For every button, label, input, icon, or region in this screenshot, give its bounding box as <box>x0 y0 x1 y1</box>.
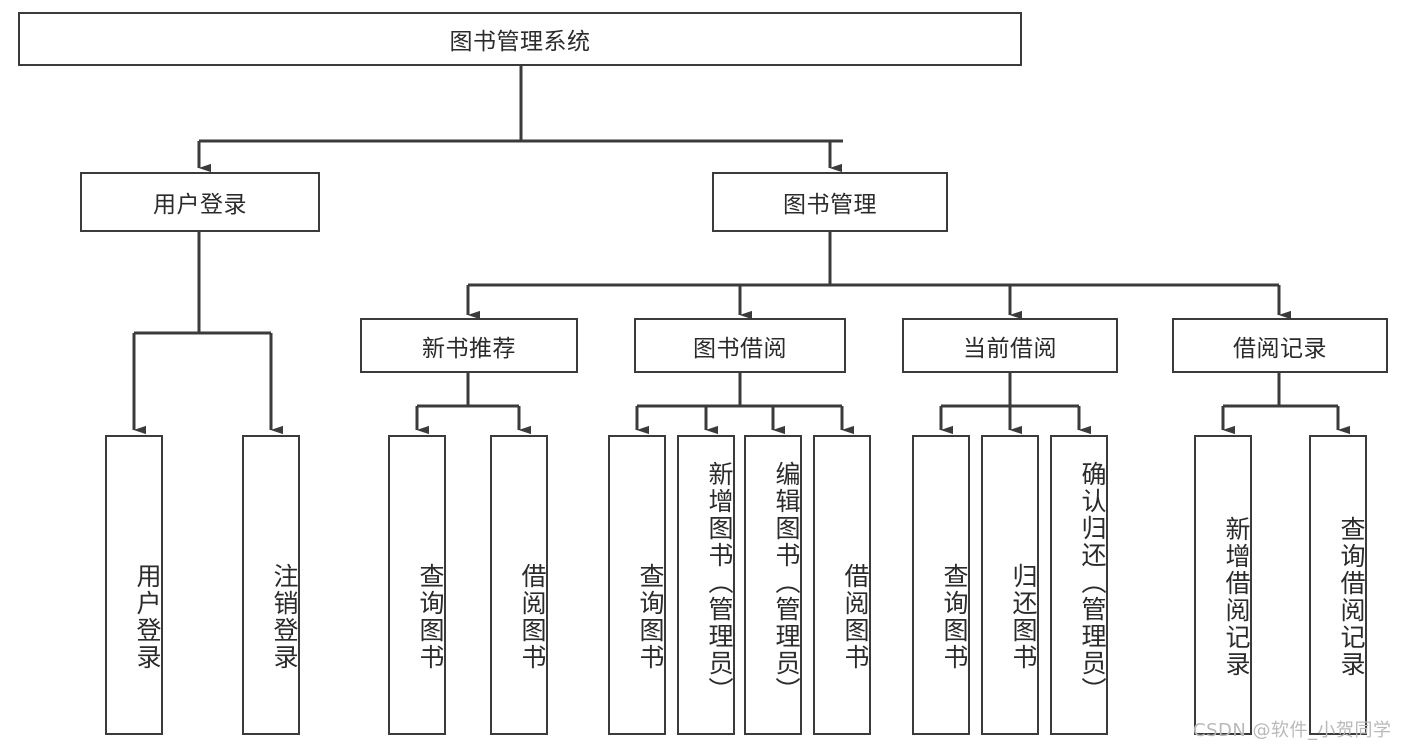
node-leaf-borrow-book-1-label: 借阅图书 <box>518 563 547 671</box>
node-leaf-add-book-admin[interactable]: 新增图书（管理员） <box>677 435 735 735</box>
node-leaf-return-book[interactable]: 归还图书 <box>981 435 1039 735</box>
node-leaf-edit-book-admin[interactable]: 编辑图书（管理员） <box>744 435 802 735</box>
node-leaf-user-login[interactable]: 用户登录 <box>105 435 163 735</box>
node-leaf-query-book-1[interactable]: 查询图书 <box>388 435 446 735</box>
node-book-management[interactable]: 图书管理 <box>712 172 948 232</box>
node-root-label: 图书管理系统 <box>449 29 591 55</box>
node-user-login-label: 用户登录 <box>153 192 247 218</box>
node-leaf-edit-book-admin-label: 编辑图书（管理员） <box>772 460 801 704</box>
node-new-book-recommend[interactable]: 新书推荐 <box>360 318 578 373</box>
node-root[interactable]: 图书管理系统 <box>18 12 1022 66</box>
node-leaf-query-book-3-label: 查询图书 <box>940 563 969 671</box>
node-new-book-recommend-label: 新书推荐 <box>422 335 516 362</box>
node-borrow-record-label: 借阅记录 <box>1233 335 1327 362</box>
node-leaf-borrow-book-2-label: 借阅图书 <box>841 563 870 671</box>
node-leaf-query-borrow-record-label: 查询借阅记录 <box>1337 516 1366 678</box>
node-leaf-query-book-2[interactable]: 查询图书 <box>608 435 666 735</box>
node-leaf-query-book-3[interactable]: 查询图书 <box>912 435 970 735</box>
node-borrow-record[interactable]: 借阅记录 <box>1172 318 1388 373</box>
node-leaf-add-borrow-record[interactable]: 新增借阅记录 <box>1194 435 1252 735</box>
node-leaf-confirm-return-admin[interactable]: 确认归还（管理员） <box>1050 435 1108 735</box>
node-leaf-user-login-label: 用户登录 <box>133 563 162 671</box>
node-current-borrow-label: 当前借阅 <box>963 335 1057 362</box>
node-current-borrow[interactable]: 当前借阅 <box>902 318 1118 373</box>
csdn-watermark: CSDN @软件_小贺同学 <box>1193 720 1392 741</box>
node-leaf-query-borrow-record[interactable]: 查询借阅记录 <box>1309 435 1367 735</box>
node-leaf-add-book-admin-label: 新增图书（管理员） <box>705 460 734 704</box>
node-leaf-logout-login[interactable]: 注销登录 <box>242 435 300 735</box>
node-leaf-borrow-book-2[interactable]: 借阅图书 <box>813 435 871 735</box>
node-book-borrow[interactable]: 图书借阅 <box>634 318 846 373</box>
node-leaf-query-book-2-label: 查询图书 <box>636 563 665 671</box>
node-leaf-query-book-1-label: 查询图书 <box>416 563 445 671</box>
node-leaf-borrow-book-1[interactable]: 借阅图书 <box>490 435 548 735</box>
node-leaf-return-book-label: 归还图书 <box>1009 563 1038 671</box>
node-leaf-confirm-return-admin-label: 确认归还（管理员） <box>1078 460 1107 704</box>
node-book-borrow-label: 图书借阅 <box>693 335 787 362</box>
node-user-login[interactable]: 用户登录 <box>80 172 320 232</box>
node-book-management-label: 图书管理 <box>783 192 877 218</box>
node-leaf-add-borrow-record-label: 新增借阅记录 <box>1222 516 1251 678</box>
node-leaf-logout-login-label: 注销登录 <box>270 563 299 671</box>
